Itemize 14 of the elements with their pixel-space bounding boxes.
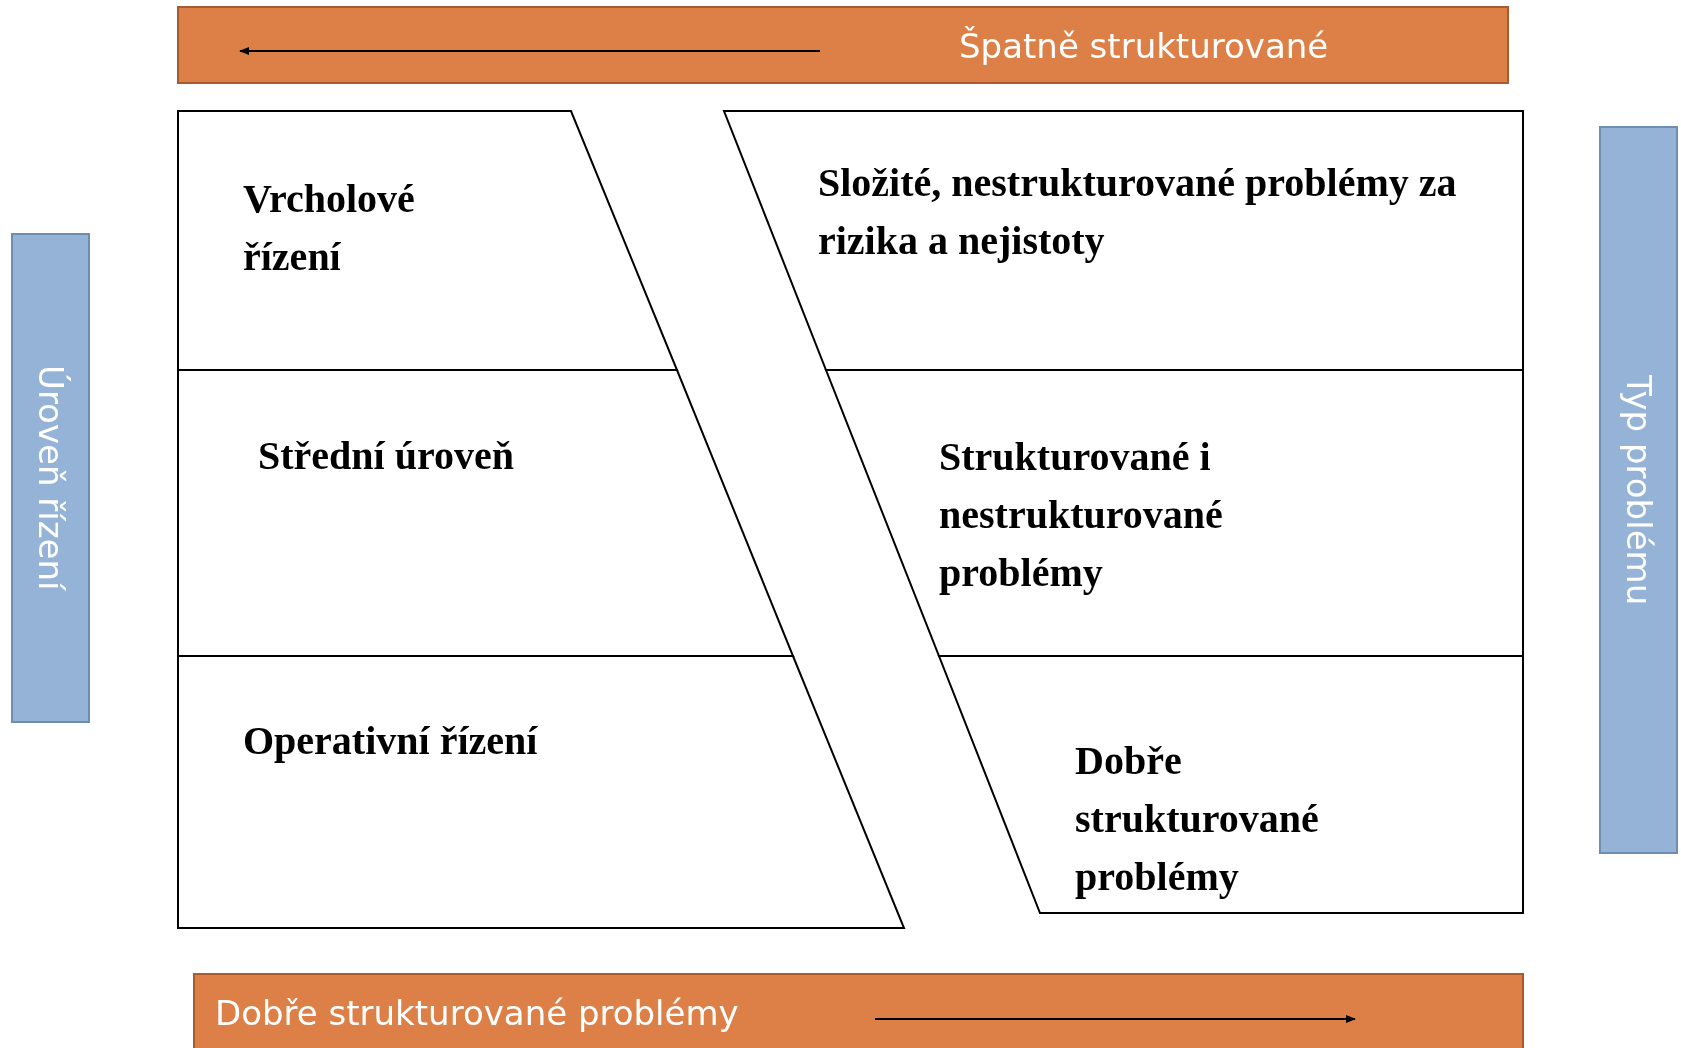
banner-label: Špatně strukturované xyxy=(959,26,1329,66)
level-label: Střední úroveň xyxy=(258,432,515,480)
problem-label: Strukturované i nestrukturované problémy xyxy=(939,433,1224,597)
footer-banner xyxy=(193,973,1524,1048)
axis-bar xyxy=(1599,126,1678,854)
problem-label: Dobře strukturované problémy xyxy=(1075,737,1320,901)
level-label: Vrcholové řízení xyxy=(243,175,416,281)
banner-label: Dobře strukturované problémy xyxy=(215,993,739,1033)
level-label: Operativní řízení xyxy=(243,717,539,765)
axis-bar xyxy=(11,233,90,723)
axis-label: Úroveň řízení xyxy=(30,365,71,591)
axis-label: Typ problému xyxy=(1618,374,1659,606)
header-banner xyxy=(177,6,1509,84)
problem-label: Složité, nestrukturované problémy za rizika a nejistoty xyxy=(818,159,1458,265)
